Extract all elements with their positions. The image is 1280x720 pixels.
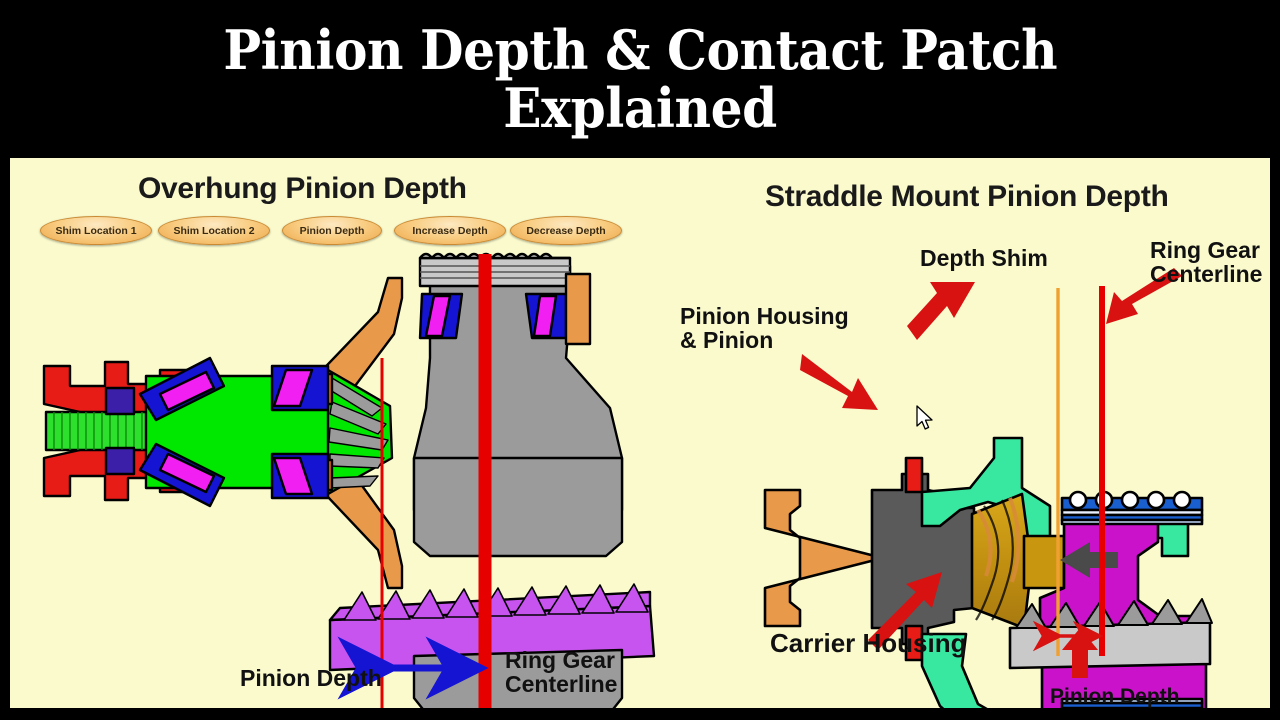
label-pinion-depth-right: Pinion Depth xyxy=(1050,685,1180,708)
heading-overhung-pinion-depth: Overhung Pinion Depth xyxy=(138,172,467,205)
callout-arrows xyxy=(337,268,1182,700)
heading-straddle-mount-pinion-depth: Straddle Mount Pinion Depth xyxy=(765,180,1169,213)
title-bar: Pinion Depth & Contact Patch Explained xyxy=(0,0,1280,158)
pinion-gear-teeth xyxy=(328,377,389,489)
carrier-bearing-upper-right xyxy=(524,292,568,340)
label-ring-gear-centerline-right: Ring Gear Centerline xyxy=(1150,237,1263,288)
label-pinion-housing-and-pinion: Pinion Housing & Pinion xyxy=(680,303,849,354)
mouse-cursor-icon xyxy=(916,405,933,430)
pinion-bearing-outer-upper xyxy=(270,364,330,412)
label-carrier-housing: Carrier Housing xyxy=(770,628,967,658)
carrier-cap-upper-threads xyxy=(420,265,570,279)
straddle-yoke xyxy=(763,488,877,628)
pinion-gear-highlights xyxy=(976,497,1021,583)
straddle-carrier-bearing-lower xyxy=(1060,697,1204,708)
ring-gear-centerline-callout-arrow xyxy=(1106,268,1182,324)
pinion-bearing-outer-lower xyxy=(270,452,330,500)
carrier-bearing-upper-left xyxy=(418,292,464,340)
pinion-nut-lower xyxy=(104,446,136,476)
differential-case-body xyxy=(412,456,624,558)
straddle-carrier-bearing-upper xyxy=(1060,490,1204,526)
carrier-cap-upper-serrations xyxy=(418,252,572,260)
direction-arrow-left xyxy=(1060,542,1118,578)
pinion-bearing-inner-upper xyxy=(138,356,226,422)
button-decrease-depth[interactable]: Decrease Depth xyxy=(510,216,622,245)
pinion-depth-callout-arrow-right xyxy=(1062,628,1098,678)
pinion-nut-upper xyxy=(104,386,136,416)
depth-shim-callout-arrow xyxy=(907,282,975,340)
carrier-housing-lower xyxy=(920,632,988,708)
label-ring-gear-centerline-left: Ring Gear Centerline xyxy=(505,647,618,698)
button-shim-location-2[interactable]: Shim Location 2 xyxy=(158,216,270,245)
label-depth-shim: Depth Shim xyxy=(920,245,1048,271)
page-title-line2: Explained xyxy=(503,76,777,140)
adjuster-nut-upper xyxy=(564,272,592,346)
button-shim-location-1[interactable]: Shim Location 1 xyxy=(40,216,152,245)
diagram-canvas: Overhung Pinion Depth Straddle Mount Pin… xyxy=(10,158,1270,708)
button-pinion-depth[interactable]: Pinion Depth xyxy=(282,216,382,245)
carrier-housing-callout-arrow xyxy=(868,572,942,650)
pinion-housing-callout-arrow xyxy=(800,354,878,410)
pinion-bearing-inner-lower xyxy=(138,442,226,508)
cutaway-drawings xyxy=(42,252,1213,708)
button-increase-depth[interactable]: Increase Depth xyxy=(394,216,506,245)
depth-shim-upper xyxy=(904,456,924,494)
pinion-gear-flutes xyxy=(975,499,1014,621)
overhung-pinion-assembly xyxy=(42,252,656,708)
label-pinion-depth-left: Pinion Depth xyxy=(240,665,382,691)
page-title-line1: Pinion Depth & Contact Patch xyxy=(223,18,1057,82)
